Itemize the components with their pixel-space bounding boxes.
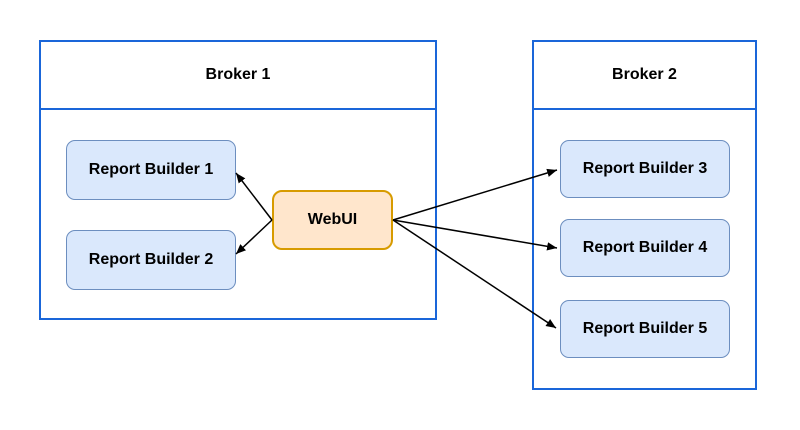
node-report-builder-5: Report Builder 5 xyxy=(560,300,730,358)
node-report-builder-1: Report Builder 1 xyxy=(66,140,236,200)
node-webui-label: WebUI xyxy=(307,211,358,228)
node-report-builder-3-label: Report Builder 3 xyxy=(582,160,708,177)
node-report-builder-4-label: Report Builder 4 xyxy=(582,239,708,256)
node-report-builder-1-label: Report Builder 1 xyxy=(88,161,214,178)
node-webui: WebUI xyxy=(272,190,393,250)
node-report-builder-2-label: Report Builder 2 xyxy=(88,251,214,268)
node-report-builder-5-label: Report Builder 5 xyxy=(582,320,708,337)
node-report-builder-3: Report Builder 3 xyxy=(560,140,730,198)
container-broker-1-title: Broker 1 xyxy=(41,42,435,110)
container-broker-2-title: Broker 2 xyxy=(534,42,755,110)
node-report-builder-2: Report Builder 2 xyxy=(66,230,236,290)
node-report-builder-4: Report Builder 4 xyxy=(560,219,730,277)
